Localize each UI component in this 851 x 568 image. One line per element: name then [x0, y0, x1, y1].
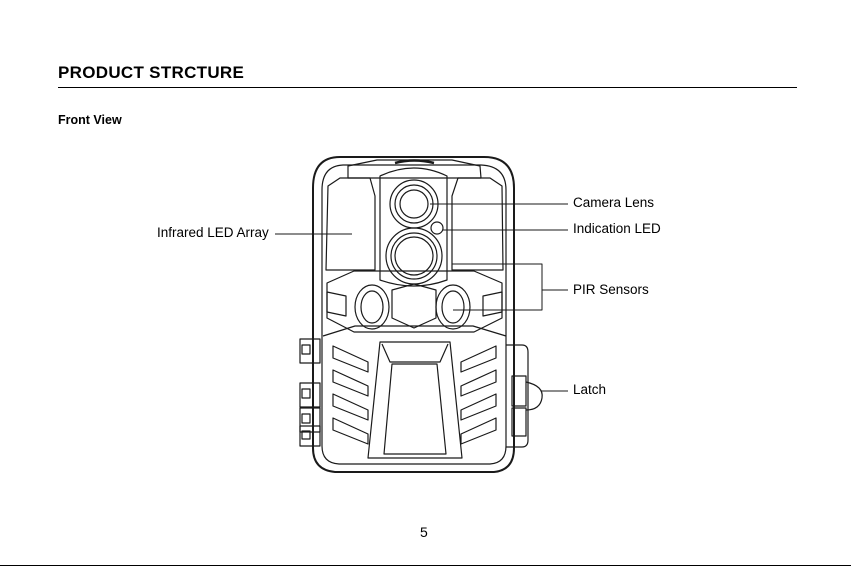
top-band — [348, 160, 481, 178]
lower-center-recess-inner — [384, 364, 446, 454]
left-pir-sensor-inner — [361, 291, 383, 323]
right-pir-wing — [483, 292, 502, 316]
indication-led — [431, 222, 443, 234]
lower-center-recess — [368, 342, 462, 458]
left-rib-4 — [333, 418, 368, 444]
pir-lens-outer — [386, 228, 442, 284]
camera-body-inner-outline — [322, 165, 506, 464]
top-ridge — [395, 161, 434, 164]
left-hinge-1-knob — [302, 345, 310, 354]
pir-band — [327, 271, 502, 332]
right-rib-4 — [461, 418, 496, 444]
label-infrared-led-array: Infrared LED Array — [157, 225, 269, 240]
page-number: 5 — [420, 524, 428, 540]
latch-body — [506, 345, 528, 447]
camera-lens-inner — [400, 190, 428, 218]
label-pir-sensors: PIR Sensors — [573, 282, 649, 297]
right-rib-2 — [461, 370, 496, 396]
right-rib-1 — [461, 346, 496, 372]
lower-center-top — [382, 344, 448, 362]
left-rib-3 — [333, 394, 368, 420]
right-ir-panel — [452, 178, 503, 270]
label-camera-lens: Camera Lens — [573, 195, 654, 210]
pir-lens-inner — [395, 237, 433, 275]
left-rib-1 — [333, 346, 368, 372]
label-latch: Latch — [573, 382, 606, 397]
label-indication-led: Indication LED — [573, 221, 661, 236]
lens-housing — [380, 168, 447, 286]
left-pir-wing — [327, 292, 346, 316]
camera-lens-mid — [395, 185, 433, 223]
left-rib-2 — [333, 370, 368, 396]
left-hinge-3-knob — [302, 414, 310, 423]
left-hinge-2-knob — [302, 389, 310, 398]
left-ir-panel — [326, 178, 375, 270]
right-rib-3 — [461, 394, 496, 420]
pir-band-center — [392, 284, 436, 328]
footer-divider — [0, 565, 851, 566]
pir-lens-mid — [391, 233, 437, 279]
right-pir-sensor-inner — [442, 291, 464, 323]
